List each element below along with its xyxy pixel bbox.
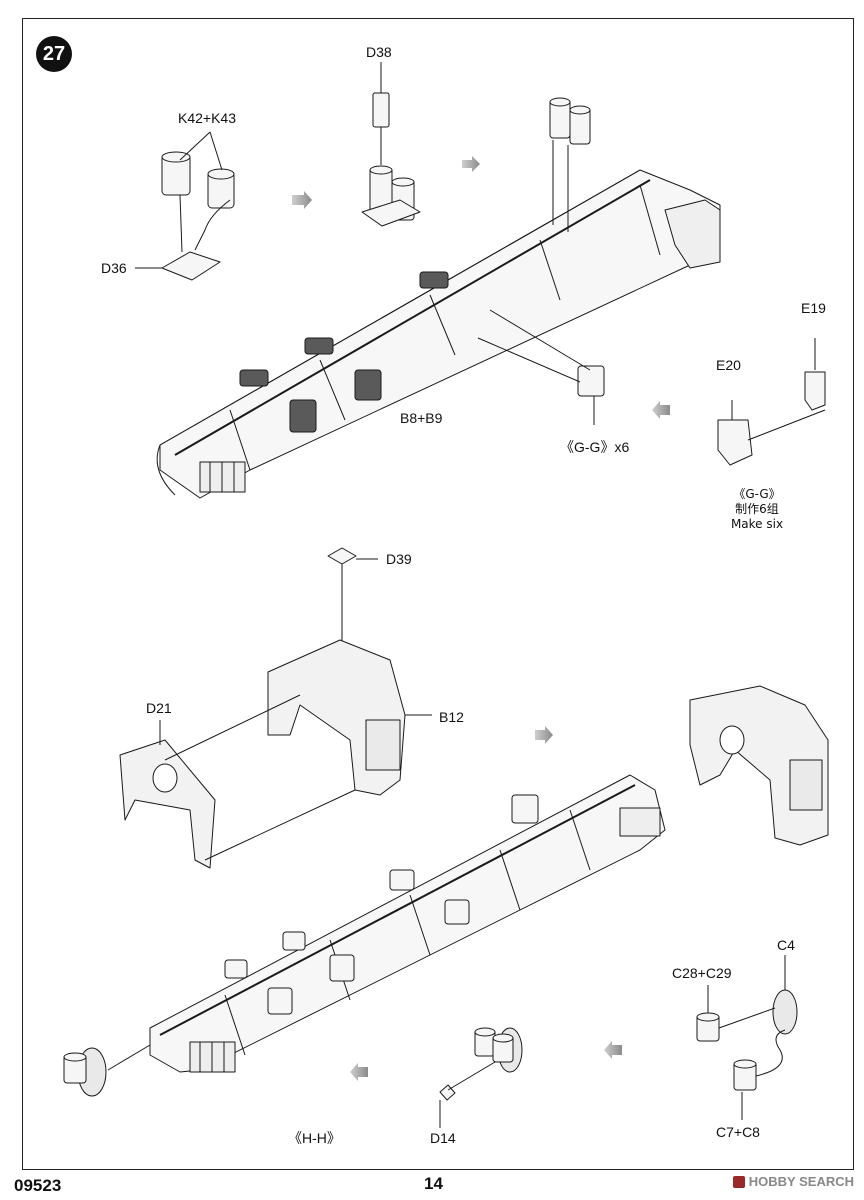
- watermark: HOBBY SEARCH: [732, 1174, 854, 1189]
- mounted-clamps-top: [239, 271, 449, 433]
- assembled-clamp-top: [361, 165, 421, 227]
- endcap-assembly-left: [63, 1044, 151, 1097]
- parts-c4-c28-c7: [696, 955, 798, 1120]
- watermark-logo-icon: [732, 1175, 745, 1188]
- part-d39: [327, 547, 378, 650]
- parts-e19-e20: [717, 338, 826, 466]
- product-code: 09523: [14, 1176, 62, 1195]
- note-gg-en: Make six: [730, 517, 784, 531]
- label-hh: 《H-H》: [288, 1130, 341, 1146]
- barrel-bottom: [149, 774, 666, 1073]
- step-number-badge: 27: [36, 36, 72, 72]
- subassembly-hh: [439, 1027, 523, 1128]
- page-number: 14: [424, 1174, 443, 1193]
- label-e19: E19: [801, 300, 826, 316]
- mounted-clamps-bottom: [224, 794, 539, 1015]
- label-c7-c8: C7+C8: [716, 1124, 760, 1140]
- step-number: 27: [42, 42, 66, 65]
- part-d38: [372, 62, 390, 165]
- barrel-top: [156, 169, 721, 499]
- label-b12: B12: [439, 709, 464, 725]
- note-gg-cn: 制作6组: [735, 502, 779, 516]
- page-frame: [22, 18, 854, 1170]
- watermark-text: HOBBY SEARCH: [748, 1174, 854, 1189]
- label-e20: E20: [716, 357, 741, 373]
- label-gg-x6: 《G-G》x6: [560, 439, 630, 455]
- label-b8-b9: B8+B9: [400, 410, 443, 426]
- label-c4: C4: [777, 937, 795, 953]
- label-k42-k43: K42+K43: [178, 110, 236, 126]
- note-gg-title: 《G-G》: [733, 487, 781, 501]
- flow-arrows: [292, 156, 670, 1081]
- label-c28-c29: C28+C29: [672, 965, 732, 981]
- label-d14: D14: [430, 1130, 456, 1146]
- label-d39: D39: [386, 551, 412, 567]
- housing-right: [689, 685, 829, 846]
- part-b12: [267, 639, 432, 796]
- label-d38: D38: [366, 44, 392, 60]
- note-gg-make-six: 《G-G》 制作6组 Make six: [722, 487, 792, 532]
- label-d21: D21: [146, 700, 172, 716]
- label-d36: D36: [101, 260, 127, 276]
- clamp-top-right: [549, 97, 591, 232]
- clamp-gg: [477, 309, 605, 425]
- part-d36: [135, 251, 221, 281]
- parts-k42-k43: [161, 131, 235, 253]
- part-d21: [119, 694, 356, 869]
